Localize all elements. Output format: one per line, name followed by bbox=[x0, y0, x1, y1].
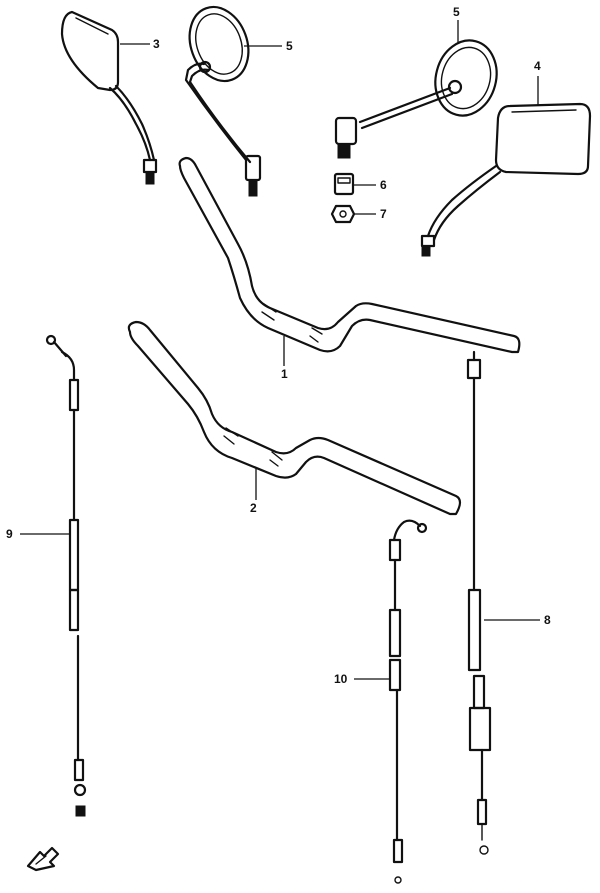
adapter-part-6 bbox=[333, 172, 355, 196]
callout-3: 3 bbox=[153, 37, 160, 51]
callout-5-right: 5 bbox=[453, 5, 460, 19]
callout-2: 2 bbox=[250, 501, 257, 515]
callout-6: 6 bbox=[380, 178, 387, 192]
mirror-part-5-left bbox=[184, 5, 262, 197]
handlebar-part-2 bbox=[127, 320, 462, 516]
cable-part-10 bbox=[388, 519, 428, 884]
mirror-part-5-right bbox=[334, 39, 498, 159]
mirror-part-4 bbox=[420, 102, 592, 257]
callout-4: 4 bbox=[534, 59, 541, 73]
handlebar-part-1 bbox=[178, 156, 521, 354]
cable-part-8 bbox=[466, 350, 492, 855]
callout-labels: 3 5 5 4 6 7 1 2 9 8 10 bbox=[6, 5, 551, 686]
callout-5-left: 5 bbox=[286, 39, 293, 53]
callout-1: 1 bbox=[281, 367, 288, 381]
nut-part-7 bbox=[330, 204, 356, 224]
front-direction-arrow-icon bbox=[26, 846, 60, 872]
leader-lines bbox=[20, 20, 540, 680]
callout-7: 7 bbox=[380, 207, 387, 221]
mirror-part-3 bbox=[60, 10, 158, 185]
cable-part-9 bbox=[45, 334, 87, 817]
callout-10: 10 bbox=[334, 672, 348, 686]
callout-9: 9 bbox=[6, 527, 13, 541]
callout-8: 8 bbox=[544, 613, 551, 627]
